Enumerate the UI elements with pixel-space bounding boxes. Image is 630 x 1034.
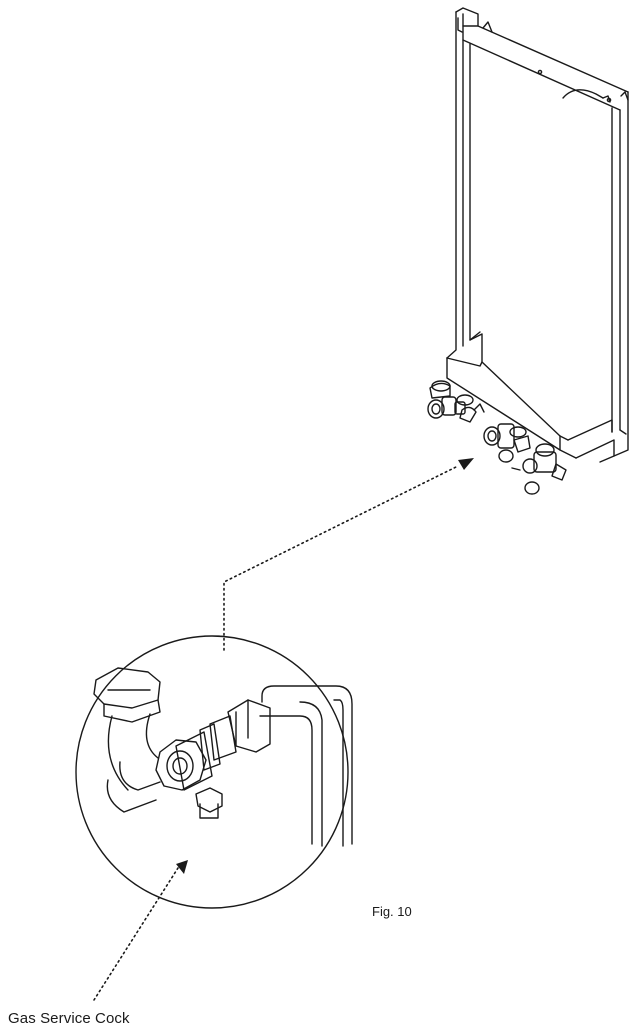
detail-circle — [75, 635, 349, 909]
arrowheads — [176, 458, 474, 874]
valve-assembly — [427, 380, 567, 495]
figure-caption: Fig. 10 — [372, 904, 412, 919]
gas-service-cock-closeup — [93, 667, 353, 847]
leader-lines — [93, 465, 459, 1001]
callout-label: Gas Service Cock — [8, 1010, 130, 1027]
mounting-frame — [446, 7, 629, 463]
